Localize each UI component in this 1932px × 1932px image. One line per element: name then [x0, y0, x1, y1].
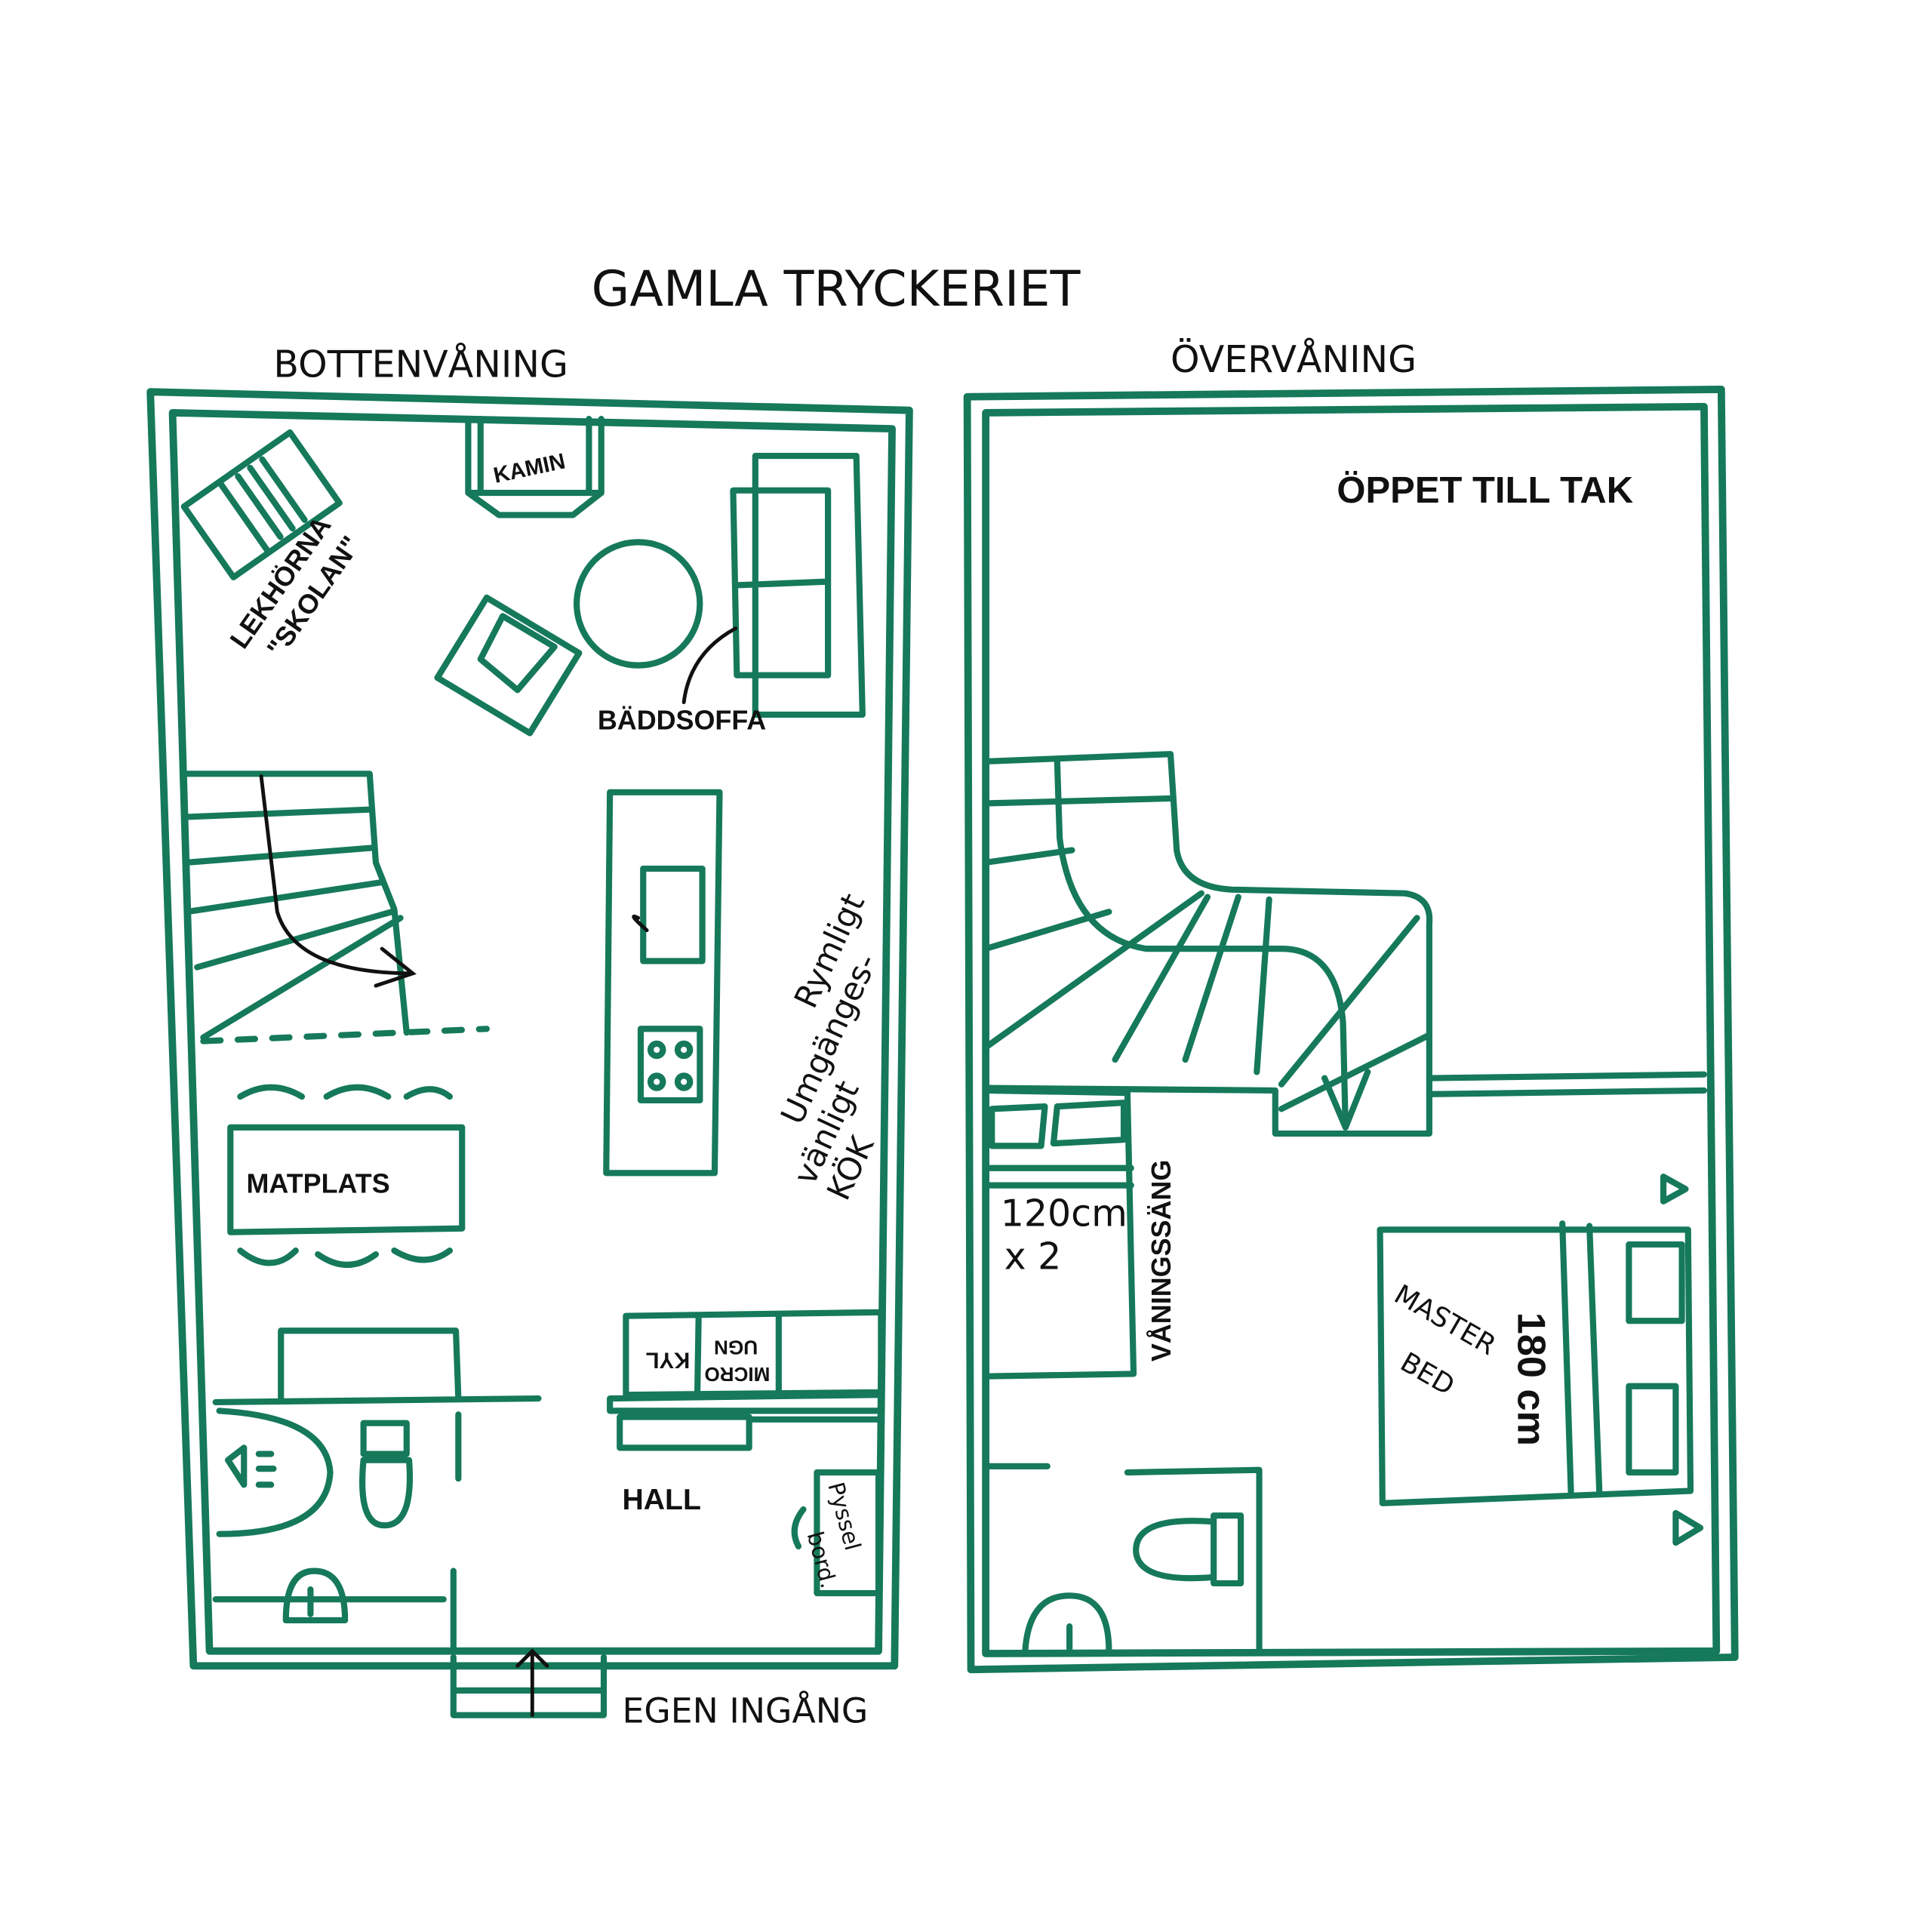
craft-table [814, 1469, 882, 1597]
bunk-count-label: x 2 [1004, 1235, 1062, 1278]
bunk-bed-label: VÅNINGSSÄNG [1146, 1160, 1177, 1361]
upper-bathroom [983, 1463, 1263, 1654]
master-bed [1377, 1220, 1694, 1506]
master-bed-size: 180 cm [1509, 1312, 1552, 1446]
ground-floor: BOTTENVÅNING LEKHÖRNA "SKOLAN" KAMIN BÄD… [146, 343, 913, 1730]
craft-table-label-2: bord. [802, 1529, 842, 1591]
upper-floor: ÖVERVÅNING ÖPPET TILL TAK 120cm x 2 VÅNI… [963, 337, 1739, 1674]
fridge-label: KYL [645, 1348, 690, 1373]
kitchen-counter [607, 1309, 884, 1451]
sofa-bed [730, 453, 866, 718]
inner-wall [168, 409, 896, 1655]
outer-wall [963, 386, 1739, 1674]
bedside-lamps [1660, 1174, 1704, 1546]
staircase [983, 751, 1708, 1137]
stove [465, 416, 605, 518]
upper-washbasin [1022, 1592, 1112, 1654]
dining-label: MATPLATS [247, 1168, 390, 1198]
hall-label: HALL [622, 1484, 700, 1516]
armchair [434, 594, 583, 737]
cooktop [637, 1026, 703, 1104]
bunk-size-label: 120cm [1001, 1192, 1128, 1235]
master-bed-label-2: BED [1395, 1347, 1460, 1402]
toilet [359, 1420, 413, 1529]
bunk-bed [983, 1087, 1137, 1380]
ground-floor-heading: BOTTENVÅNING [273, 343, 568, 386]
stair-arrow [259, 774, 417, 988]
coffee-table [574, 539, 703, 669]
entrance-arrow [515, 1648, 549, 1718]
kitchen-label: Rymligt Umgänges- vänligt KÖK [774, 888, 885, 1206]
master-bed-label: MASTER [1389, 1279, 1501, 1361]
dining-chairs [237, 1084, 453, 1268]
sofa-bed-label: BÄDDSOFFA [598, 705, 766, 736]
sink [640, 865, 706, 964]
bathroom-walls [212, 1327, 542, 1654]
washbasin [282, 1567, 349, 1624]
entrance-label: EGEN INGÅNG [622, 1690, 868, 1730]
microwave-label-2: UGN [714, 1336, 758, 1358]
kids-corner-shelf [180, 429, 343, 580]
shower [216, 1407, 334, 1537]
open-to-ceiling-label: ÖPPET TILL TAK [1337, 470, 1633, 511]
stair-arrow [1321, 1069, 1371, 1131]
stove-label: KAMIN [491, 449, 568, 488]
dining-table [227, 1124, 466, 1235]
inner-wall [982, 402, 1721, 1657]
sofa-pointer [681, 626, 738, 705]
kitchen-island [603, 789, 723, 1177]
upper-floor-heading: ÖVERVÅNING [1171, 337, 1417, 381]
plan-title: GAMLA TRYCKERIET [592, 260, 1081, 318]
microwave-label: MICRO [704, 1363, 770, 1386]
upper-toilet [1133, 1512, 1244, 1587]
outer-wall [146, 388, 913, 1670]
entrance-steps [450, 1654, 608, 1718]
staircase [184, 771, 490, 1044]
